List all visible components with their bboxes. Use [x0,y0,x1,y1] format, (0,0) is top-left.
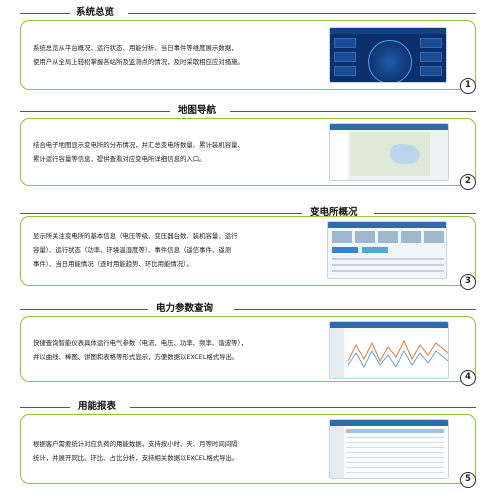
description-line: 快捷查询智能仪表具体运行电气参数（电流、电压、功率、频率、谐波等）， [33,339,248,347]
title-rule-right [234,309,476,310]
section-title-bar: 用能报表 [20,400,476,414]
section-title: 系统总览 [76,7,115,18]
section-number-badge: 4 [460,370,476,386]
description-line: 根据客户需要统计对应负荷的用能数据，支持按小时、天、月等时间间隔 [33,440,238,448]
parameter-chart-screenshot-icon [329,321,449,379]
description-line: 统计，并展开同比、环比、占比分析，支持相关数据以EXCEL格式导出。 [33,454,239,462]
dashboard-screenshot-icon [329,27,447,83]
title-rule-left [20,407,70,408]
section-description: 系统总览从平台概况、运行状态、用能分析、当日事件等维度展示数据， 使用户从全局上… [33,41,244,69]
title-rule-left [20,213,302,214]
section-title: 电力参数查询 [156,303,214,314]
description-line: 事件）、当日用能情况（逐时用能趋势、环比用能情况）。 [33,260,193,268]
section-description: 结合电子地图显示变电所的分布情况，并汇总变电所数量、累计装机容量、 累计运行容量… [33,138,244,166]
description-line: 系统总览从平台概况、运行状态、用能分析、当日事件等维度展示数据， [33,44,238,52]
report-table-screenshot-icon [329,419,449,479]
description-line: 使用户从全局上轻松掌握各站所及监测点的情况，及时采取相应应对措施。 [33,58,244,66]
section-description: 根据客户需要统计对应负荷的用能数据，支持按小时、天、月等时间间隔 统计，并展开同… [33,437,238,465]
section-description: 快捷查询智能仪表具体运行电气参数（电流、电压、功率、频率、谐波等）， 并以曲线、… [33,336,247,364]
section-map-navigation: 地图导航 结合电子地图显示变电所的分布情况，并汇总变电所数量、累计装机容量、 累… [20,104,476,190]
section-number-badge: 5 [460,472,476,488]
title-rule-right [128,13,476,14]
section-card: 显示所关注变电所的基本信息（电压等级、变压器台数、装机容量、运行 容量）、运行状… [20,216,476,286]
description-line: 结合电子地图显示变电所的分布情况，并汇总变电所数量、累计装机容量、 [33,141,244,149]
station-overview-screenshot-icon [327,221,447,279]
section-title-bar: 变电所概况 [20,206,476,220]
section-description: 显示所关注变电所的基本信息（电压等级、变压器台数、装机容量、运行 容量）、运行状… [33,229,238,271]
description-line: 累计运行容量等信息，提供查看对应变电所详细信息的入口。 [33,155,206,163]
section-title: 用能报表 [78,401,117,412]
map-screenshot-icon [329,123,449,181]
section-energy-report: 用能报表 根据客户需要统计对应负荷的用能数据，支持按小时、天、月等时间间隔 统计… [20,400,476,488]
description-line: 并以曲线、棒图、饼图和表格等形式显示，方便数据以EXCEL格式导出。 [33,353,239,361]
title-rule-right [230,111,476,112]
title-rule-left [20,309,148,310]
section-card: 结合电子地图显示变电所的分布情况，并汇总变电所数量、累计装机容量、 累计运行容量… [20,118,476,186]
section-title: 地图导航 [178,105,217,116]
section-power-parameter-query: 电力参数查询 快捷查询智能仪表具体运行电气参数（电流、电压、功率、频率、谐波等）… [20,302,476,386]
section-title-bar: 系统总览 [20,6,476,20]
title-rule-left [20,13,70,14]
section-card: 系统总览从平台概况、运行状态、用能分析、当日事件等维度展示数据， 使用户从全局上… [20,20,476,90]
section-card: 快捷查询智能仪表具体运行电气参数（电流、电压、功率、频率、谐波等）， 并以曲线、… [20,316,476,382]
section-title: 变电所概况 [310,207,358,218]
section-number-badge: 3 [460,274,476,290]
title-rule-right [374,213,476,214]
section-system-overview: 系统总览 系统总览从平台概况、运行状态、用能分析、当日事件等维度展示数据， 使用… [20,6,476,94]
description-line: 显示所关注变电所的基本信息（电压等级、变压器台数、装机容量、运行 [33,232,238,240]
title-rule-right [130,407,476,408]
section-card: 根据客户需要统计对应负荷的用能数据，支持按小时、天、月等时间间隔 统计，并展开同… [20,414,476,484]
description-line: 容量）、运行状态（功率、环境温湿度等）、事件信息（遥信事件、遥测 [33,246,232,254]
section-number-badge: 1 [460,78,476,94]
section-substation-overview: 变电所概况 显示所关注变电所的基本信息（电压等级、变压器台数、装机容量、运行 容… [20,206,476,290]
section-title-bar: 电力参数查询 [20,302,476,316]
title-rule-left [20,111,170,112]
section-number-badge: 2 [460,174,476,190]
section-title-bar: 地图导航 [20,104,476,118]
